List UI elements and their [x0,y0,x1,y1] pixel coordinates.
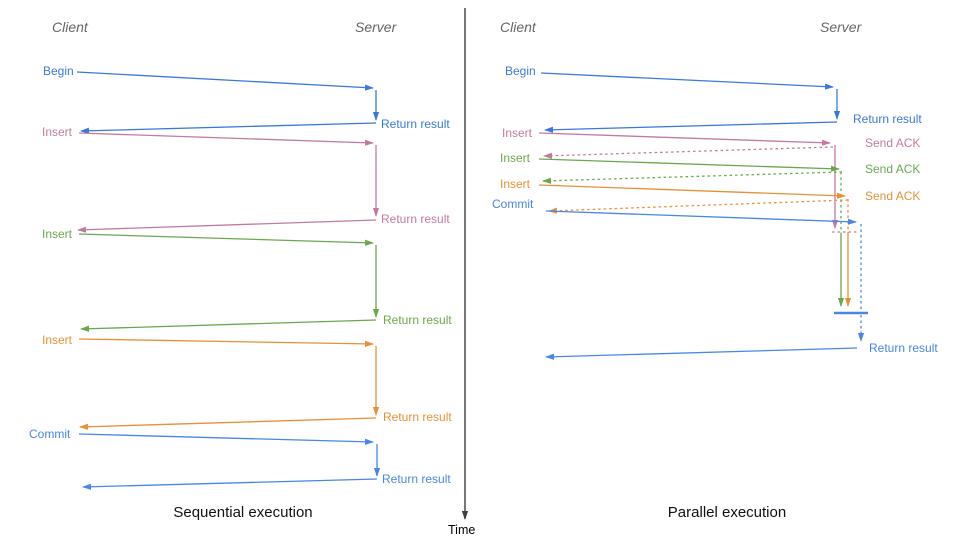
par-return-result-1 [544,121,838,133]
par-label-send-ack-1: Send ACK [865,136,921,150]
seq-label-return-4: Return result [383,410,452,424]
seq-return-result-3 [80,319,377,332]
par-label-commit: Commit [492,197,534,211]
seq-label-return-5: Return result [382,472,451,486]
seq-commit-send [78,433,374,445]
seq-insert3-send [78,338,374,347]
seq-label-commit: Commit [29,427,71,441]
par-label-return-5: Return result [869,341,938,355]
seq-label-return-3: Return result [383,313,452,327]
seq-insert1-send [78,132,374,146]
seq-return-result-5 [82,478,378,490]
seq-insert2-send [78,233,374,246]
par-insert2-send [538,158,840,172]
seq-label-return-1: Return result [381,117,450,131]
seq-label-return-2: Return result [381,212,450,226]
par-label-insert-1: Insert [502,126,533,140]
par-ack3 [548,199,849,214]
par-label-send-ack-3: Send ACK [865,189,921,203]
seq-label-insert-2: Insert [42,227,73,241]
left-client-header: Client [52,19,88,35]
seq-return-result-2 [77,219,377,233]
seq-label-begin: Begin [43,64,74,78]
par-insert1-send [538,132,831,146]
par-ack1 [543,146,834,159]
par-label-begin: Begin [505,64,536,78]
sequential-execution-caption: Sequential execution [173,504,313,521]
time-axis-label: Time [448,523,476,537]
par-ack2 [542,171,843,184]
par-begin-send [540,72,834,90]
par-insert3-send [538,184,846,199]
right-server-header: Server [820,19,862,35]
right-client-header: Client [500,19,536,35]
seq-return-result-1 [80,122,377,134]
par-label-send-ack-2: Send ACK [865,162,921,176]
par-label-return-1: Return result [853,112,922,126]
par-label-insert-2: Insert [500,151,531,165]
left-server-header: Server [355,19,397,35]
seq-label-insert-1: Insert [42,125,73,139]
seq-begin-send [76,71,374,91]
par-return-result-5 [545,347,858,360]
seq-return-result-4 [79,417,377,430]
par-label-insert-3: Insert [500,177,531,191]
parallel-execution-caption: Parallel execution [667,504,787,521]
par-commit-send [545,210,857,225]
seq-label-insert-3: Insert [42,333,73,347]
